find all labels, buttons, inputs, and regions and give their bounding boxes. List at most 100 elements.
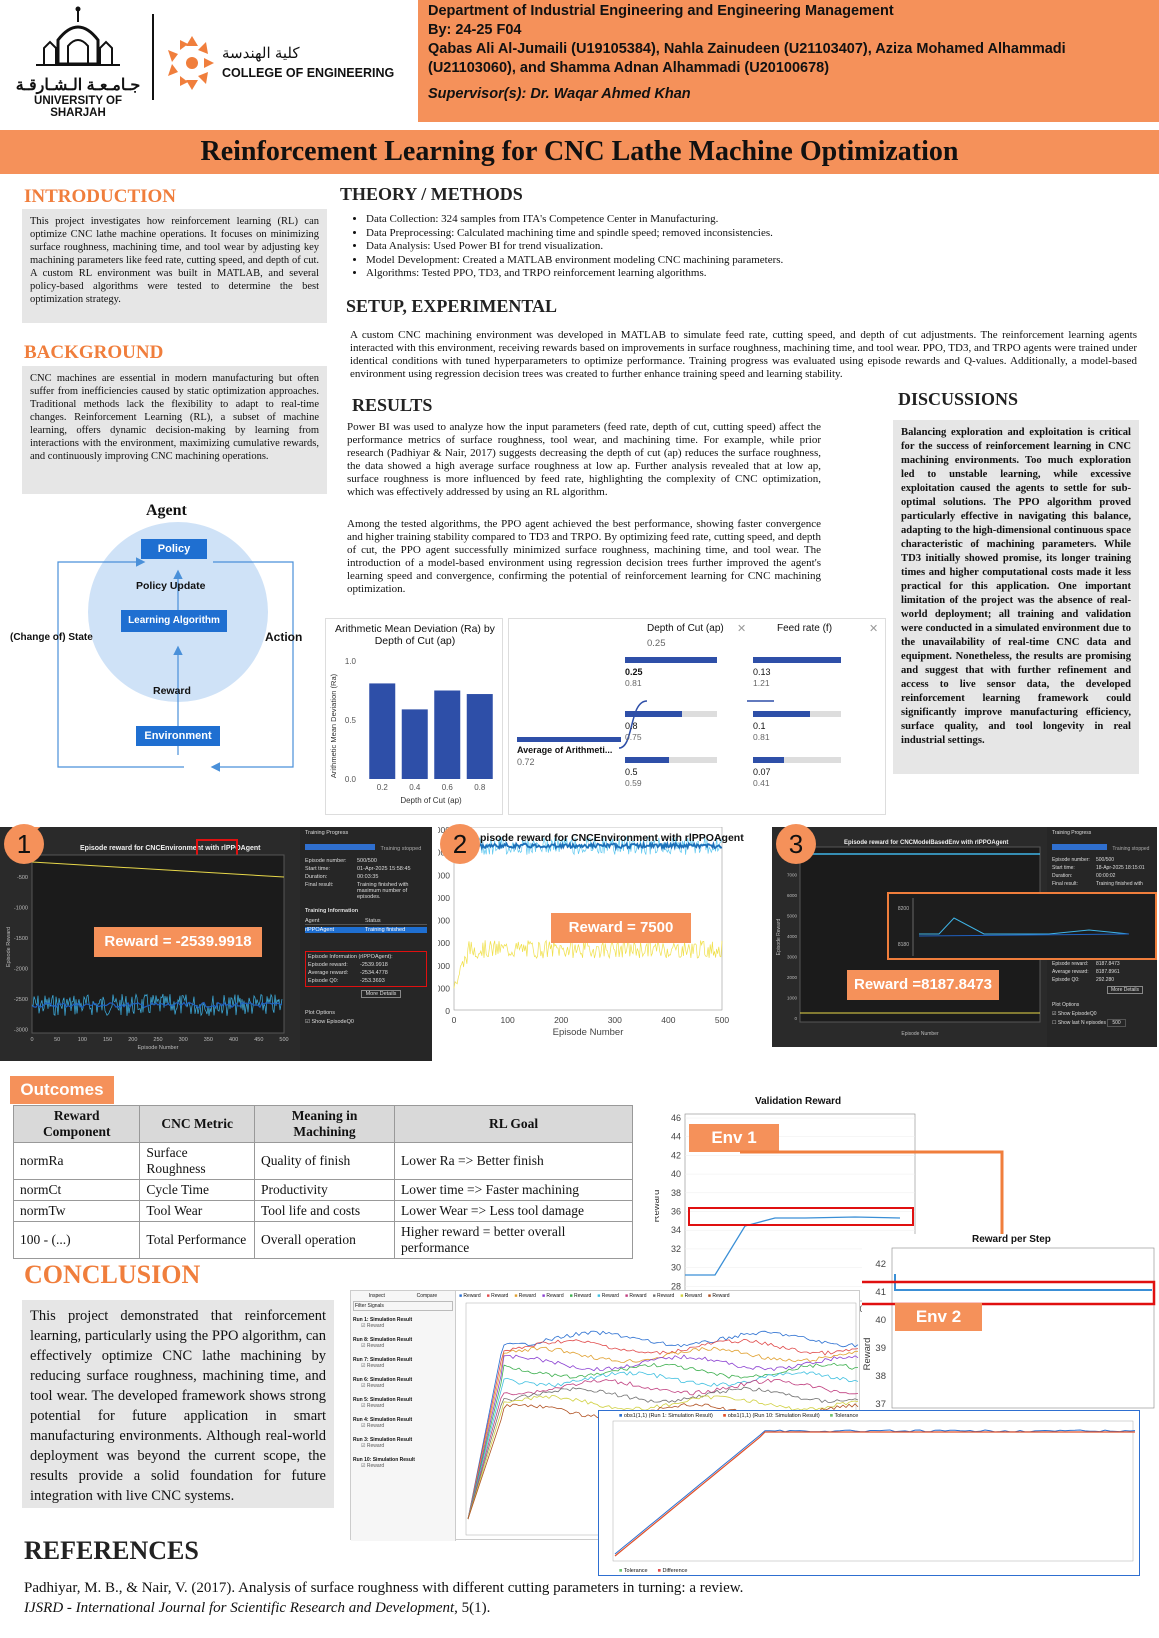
y-tick-label: 0 <box>794 1016 797 1021</box>
sim-signal-item[interactable]: ☑ Reward <box>361 1463 385 1469</box>
sim-signal-item[interactable]: ☑ Reward <box>361 1423 385 1429</box>
compare-tab[interactable]: Compare <box>416 1293 438 1299</box>
sim-reward-line <box>467 1330 859 1520</box>
x-tick-label: 0.6 <box>442 783 454 792</box>
x-tick-label: 200 <box>554 1015 568 1025</box>
background-text: CNC machines are essential in modern man… <box>22 366 327 494</box>
sim-run-item[interactable]: Run 10: Simulation Result <box>353 1457 415 1463</box>
y-axis-label: Arithmetic Mean Deviation (Ra) <box>329 673 338 778</box>
table-cell: Higher reward = better overall performan… <box>394 1221 633 1259</box>
y-tick-label: 30 <box>671 1263 681 1273</box>
sim-run-item[interactable]: Run 7: Simulation Result <box>353 1357 413 1363</box>
sim-run-item[interactable]: Run 6: Simulation Result <box>353 1377 413 1383</box>
decomp-bar[interactable] <box>625 711 683 717</box>
decomp-root-bar[interactable] <box>517 737 621 742</box>
more-details-button[interactable]: More Details <box>361 990 401 998</box>
shot2-plot: 8000700060005000400030002000100000100200… <box>428 825 729 1038</box>
table-header-cell: Meaning in Machining <box>253 1105 396 1143</box>
badge-1: 1 <box>4 824 44 864</box>
sim-signal-item[interactable]: ☑ Reward <box>361 1443 385 1449</box>
table-cell: Lower Ra => Better finish <box>394 1142 633 1180</box>
decomp-node-label: 0.13 <box>753 667 771 677</box>
y-tick-label: 1.0 <box>345 657 357 666</box>
y-tick-label: 8000 <box>438 827 450 835</box>
bar <box>434 690 461 779</box>
table-cell: Productivity <box>253 1179 396 1201</box>
info-row: Episode number:500/500 <box>1052 857 1115 863</box>
legend-item: ■ Tolerance <box>619 1568 648 1574</box>
filter-input[interactable]: Filter Signals <box>353 1301 453 1311</box>
legend-item: ■ Reward <box>597 1293 619 1299</box>
average-reward-line <box>453 840 723 852</box>
decomp-bar[interactable] <box>753 711 811 717</box>
y-tick-label: 39 <box>875 1343 886 1354</box>
highlight-box <box>688 1207 914 1226</box>
badge-3: 3 <box>776 824 816 864</box>
decomp-node-label: 0.07 <box>753 767 771 777</box>
y-tick-label: -1500 <box>14 936 28 942</box>
sim-run-item[interactable]: Run 1: Simulation Result <box>353 1317 413 1323</box>
theory-item: Data Preprocessing: Calculated machining… <box>366 227 1136 241</box>
sim-run-item[interactable]: Run 5: Simulation Result <box>353 1397 413 1403</box>
sim-run-item[interactable]: Run 4: Simulation Result <box>353 1417 413 1423</box>
y-tick-label: 5000 <box>787 914 798 919</box>
sim-signal-item[interactable]: ☑ Reward <box>361 1383 385 1389</box>
close-icon[interactable]: ✕ <box>737 623 747 635</box>
supervisor: Supervisor(s): Dr. Waqar Ahmed Khan <box>428 86 691 102</box>
decomp-node-value: 0.59 <box>625 778 642 788</box>
sim-reward-line <box>467 1346 859 1520</box>
close-icon[interactable]: ✕ <box>869 623 879 635</box>
decomp-bar[interactable] <box>753 757 784 763</box>
progress-bar <box>1052 844 1107 850</box>
sim-run-item[interactable]: Run 8: Simulation Result <box>353 1337 413 1343</box>
legend-item: ■ Reward <box>541 1293 564 1299</box>
more-details-button[interactable]: More Details <box>1107 986 1143 994</box>
bar <box>369 683 396 779</box>
sim-signal-item[interactable]: ☑ Reward <box>361 1343 385 1349</box>
env2-label: Env 2 <box>895 1303 982 1331</box>
y-tick-label: -2000 <box>14 967 28 973</box>
decomp-root-label: Average of Arithmeti... <box>517 745 613 755</box>
sim-run-item[interactable]: Run 3: Simulation Result <box>353 1437 413 1443</box>
x-tick-label: 0.8 <box>474 783 486 792</box>
sim-signal-item[interactable]: ☑ Reward <box>361 1403 385 1409</box>
table-cell: normTw <box>12 1200 141 1222</box>
decomp-bar[interactable] <box>625 757 670 763</box>
q0-line <box>31 861 285 878</box>
state-label: (Change of) State <box>10 632 93 643</box>
agent-label: Agent <box>146 502 187 519</box>
theory-list: Data Collection: 324 samples from ITA's … <box>336 213 1136 281</box>
inspect-tab[interactable]: Inspect <box>368 1293 385 1299</box>
episode-info-row: Episode reward:-2539.9918 <box>308 962 388 968</box>
y-tick-label: 0.5 <box>345 716 357 725</box>
sim-signal-item[interactable]: ☑ Reward <box>361 1363 385 1369</box>
x-tick-label: 0.2 <box>377 783 389 792</box>
show-q0-checkbox[interactable]: ☑ Show EpisodeQ0 <box>305 1019 354 1025</box>
theory-item: Model Development: Created a MATLAB envi… <box>366 254 1136 268</box>
sim-legend: ■ Reward■ Reward■ Reward■ Reward■ Reward… <box>459 1293 730 1299</box>
discussions-text: Balancing exploration and exploitation i… <box>893 420 1139 774</box>
decomp-bar[interactable] <box>625 657 717 663</box>
show-q0-checkbox[interactable]: ☑ Show EpisodeQ0 <box>1052 1011 1097 1017</box>
reference-entry: Padhiyar, M. B., & Nair, V. (2017). Anal… <box>24 1580 744 1616</box>
table-cell: Cycle Time <box>139 1179 255 1201</box>
y-axis-label: Episode Reward <box>6 927 12 967</box>
uos-logo: جـامـعـة الـشـارقـة UNIVERSITY OF SHARJA… <box>8 4 148 119</box>
y-tick-label: 41 <box>875 1287 886 1298</box>
y-tick-label: 44 <box>671 1132 681 1142</box>
decomp-root-value: 0.72 <box>517 757 535 767</box>
ra-bar-chart: Arithmetic Mean Deviation (Ra) by Depth … <box>325 618 503 815</box>
y-tick-label: 37 <box>875 1399 886 1409</box>
decomp-bar[interactable] <box>753 657 841 663</box>
decomp-node-value: 0.81 <box>625 678 642 688</box>
x-tick-label: 500 <box>279 1037 288 1043</box>
show-last-checkbox[interactable]: ☐ Show last N episodes 500 <box>1052 1019 1152 1027</box>
setup-heading: SETUP, EXPERIMENTAL <box>346 296 558 316</box>
legend-item: ■ Reward <box>680 1293 702 1299</box>
average-reward-line <box>31 1001 283 1009</box>
theory-heading: THEORY / METHODS <box>340 184 523 204</box>
uos-english-name: UNIVERSITY OF SHARJAH <box>34 95 122 119</box>
sim-signal-item[interactable]: ☑ Reward <box>361 1323 385 1329</box>
